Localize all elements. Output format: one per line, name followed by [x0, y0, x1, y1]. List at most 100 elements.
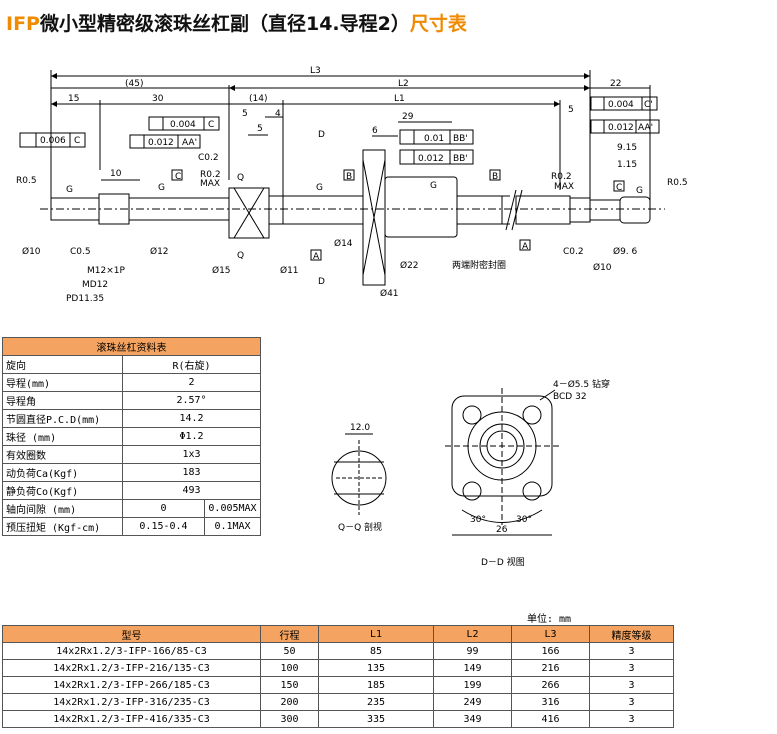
spec-value-2: 0.005MAX: [204, 499, 261, 518]
dim-15: 15: [68, 94, 79, 104]
dim-115: 1.15: [617, 160, 637, 170]
dim-phi22: Ø22: [400, 260, 419, 271]
spec-key: 预压扭矩 (Kgf-cm): [2, 517, 123, 536]
dim-915: 9.15: [617, 143, 637, 153]
table-cell: 14x2Rx1.2/3-IFP-216/135-C3: [2, 659, 261, 677]
label-g1: G: [66, 185, 73, 195]
dim-phi14: Ø14: [334, 238, 353, 249]
unit-label: 单位: mm: [527, 614, 572, 625]
dim-29: 29: [402, 112, 414, 122]
label-g2: G: [158, 183, 165, 193]
table-cell: 3: [589, 710, 674, 728]
table-cell: 85: [318, 642, 434, 660]
page-title: IFP微小型精密级滚珠丝杠副（直径14.导程2）尺寸表: [6, 9, 467, 36]
dim-26: 26: [496, 525, 508, 535]
table-cell: 14x2Rx1.2/3-IFP-416/335-C3: [2, 710, 261, 728]
label-holes: 4－Ø5.5 钻穿: [553, 378, 610, 390]
dim-5b: 5: [257, 124, 263, 134]
dim-L2: L2: [398, 79, 409, 89]
dim-max2: MAX: [554, 182, 574, 192]
label-dd: D－D 视图: [481, 556, 525, 568]
table-cell: 335: [318, 710, 434, 728]
tol-ref-aa2: AA': [638, 123, 653, 133]
tol-0004a: 0.004: [170, 120, 196, 130]
label-bcd: BCD 32: [553, 392, 587, 402]
label-q2: Q: [237, 251, 244, 261]
label-a-box1: A: [313, 252, 320, 262]
dim-md12: MD12: [82, 280, 108, 290]
dim-45: (45): [125, 79, 143, 89]
dim-120: 12.0: [350, 423, 370, 433]
table-cell: 199: [433, 676, 512, 694]
tol-ref-bb2: BB': [453, 154, 468, 164]
spec-key: 动负荷Ca(Kgf): [2, 463, 123, 482]
dim-phi10b: Ø10: [593, 262, 612, 273]
spec-value-1: 0: [122, 499, 205, 518]
table-cell: 166: [511, 642, 590, 660]
table-cell: 14x2Rx1.2/3-IFP-316/235-C3: [2, 693, 261, 711]
column-header: 行程: [260, 625, 319, 643]
table-cell: 100: [260, 659, 319, 677]
spec-value-1: 0.15-0.4: [122, 517, 205, 536]
spec-value: 14.2: [122, 409, 261, 428]
title-prefix: IFP: [6, 13, 40, 35]
tol-0004b: 0.004: [608, 100, 634, 110]
table-cell: 3: [589, 676, 674, 694]
label-g3: G: [316, 183, 323, 193]
dim-max: MAX: [200, 179, 220, 189]
label-qq: Q－Q 剖视: [338, 521, 382, 533]
table-cell: 135: [318, 659, 434, 677]
dim-c02a: C0.2: [198, 153, 219, 163]
table-cell: 235: [318, 693, 434, 711]
column-header: 精度等级: [589, 625, 674, 643]
label-c-box2: C: [616, 183, 622, 193]
column-header: L3: [511, 625, 590, 643]
technical-drawing: L3 L2 22 (45) L1 (14) 15 30 5 4 5 6 29 5…: [16, 66, 688, 568]
label-c-box: C: [175, 172, 181, 182]
tol-0012c: 0.012: [608, 123, 634, 133]
table-cell: 14x2Rx1.2/3-IFP-266/185-C3: [2, 676, 261, 694]
table-cell: 266: [511, 676, 590, 694]
table-cell: 150: [260, 676, 319, 694]
table-cell: 50: [260, 642, 319, 660]
spec-key: 轴向间隙 (mm): [2, 499, 123, 518]
table-cell: 416: [511, 710, 590, 728]
label-a-box2: A: [522, 242, 529, 252]
tol-ref-aa: AA': [182, 138, 197, 148]
spec-value-2: 0.1MAX: [204, 517, 261, 536]
spec-row: 珠径 (mm)Φ1.2: [2, 427, 261, 446]
column-header: 型号: [2, 625, 261, 643]
label-d1: D: [318, 130, 325, 140]
dim-14: (14): [249, 94, 267, 104]
spec-row: 动负荷Ca(Kgf)183: [2, 463, 261, 482]
dim-10: 10: [110, 169, 122, 179]
spec-heading: 滚珠丝杠资料表: [2, 337, 261, 356]
dim-L3: L3: [310, 66, 321, 76]
table-cell: 14x2Rx1.2/3-IFP-166/85-C3: [2, 642, 261, 660]
tol-001: 0.01: [424, 134, 444, 144]
table-cell: 99: [433, 642, 512, 660]
table-cell: 316: [511, 693, 590, 711]
dim-r02a: R0.2: [200, 170, 221, 180]
dim-6: 6: [372, 126, 378, 136]
table-cell: 149: [433, 659, 512, 677]
angle-30a: 30°: [470, 515, 486, 525]
spec-row: 导程(mm)2: [2, 373, 261, 392]
table-cell: 200: [260, 693, 319, 711]
column-header: L1: [318, 625, 434, 643]
dim-phi11: Ø11: [280, 265, 299, 276]
tol-ref-bb: BB': [453, 134, 468, 144]
table-cell: 300: [260, 710, 319, 728]
dim-c02b: C0.2: [563, 247, 584, 257]
dim-30: 30: [152, 94, 164, 104]
dim-r05b: R0.5: [667, 178, 688, 188]
